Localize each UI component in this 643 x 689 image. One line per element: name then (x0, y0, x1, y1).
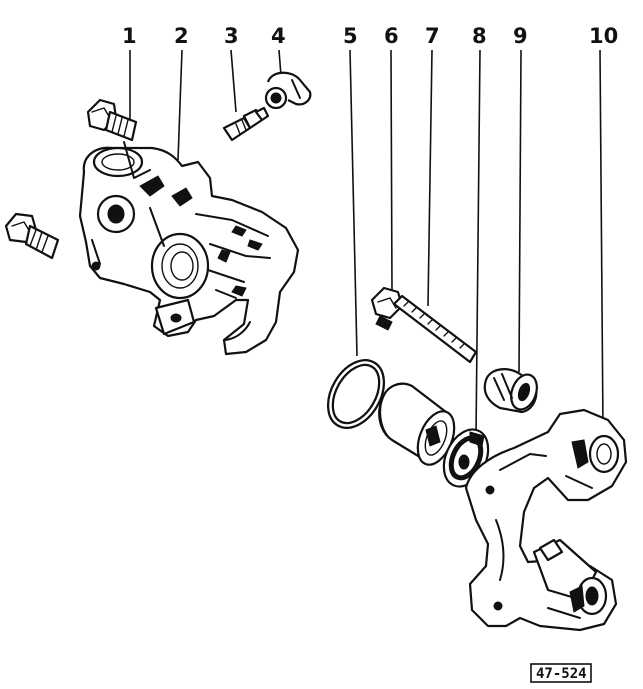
callout-8: 8 (472, 24, 487, 48)
leader-lines (129, 49, 604, 437)
seal-ring (326, 359, 386, 429)
caliper-body (78, 141, 300, 356)
leader-5 (349, 49, 358, 357)
bolt-lower (4, 212, 60, 260)
leader-9 (518, 49, 522, 373)
callout-4: 4 (271, 24, 286, 48)
callout-3: 3 (224, 24, 239, 48)
callout-9: 9 (513, 24, 528, 48)
leader-8 (475, 49, 481, 437)
leader-10 (599, 49, 604, 431)
carrier-bracket (464, 408, 628, 632)
callout-6: 6 (384, 24, 399, 48)
callout-10: 10 (589, 24, 618, 48)
bolt-upper (86, 98, 138, 142)
leader-4 (278, 49, 282, 77)
reference-code: 47-524 (536, 666, 587, 682)
reference-code-box: 47-524 (530, 663, 592, 683)
guide-pin (370, 286, 478, 364)
leader-6 (390, 49, 393, 295)
piston (378, 382, 456, 466)
leader-2 (177, 49, 183, 161)
callout-5: 5 (343, 24, 358, 48)
callout-7: 7 (425, 24, 440, 48)
callout-labels: 1 2 3 4 5 6 7 8 9 10 (122, 24, 618, 48)
leader-3 (230, 49, 237, 113)
bleed-screw (222, 106, 270, 142)
leader-7 (427, 49, 433, 307)
bushing (483, 368, 538, 414)
callout-1: 1 (122, 24, 137, 48)
dust-cap (264, 71, 312, 110)
callout-2: 2 (174, 24, 189, 48)
